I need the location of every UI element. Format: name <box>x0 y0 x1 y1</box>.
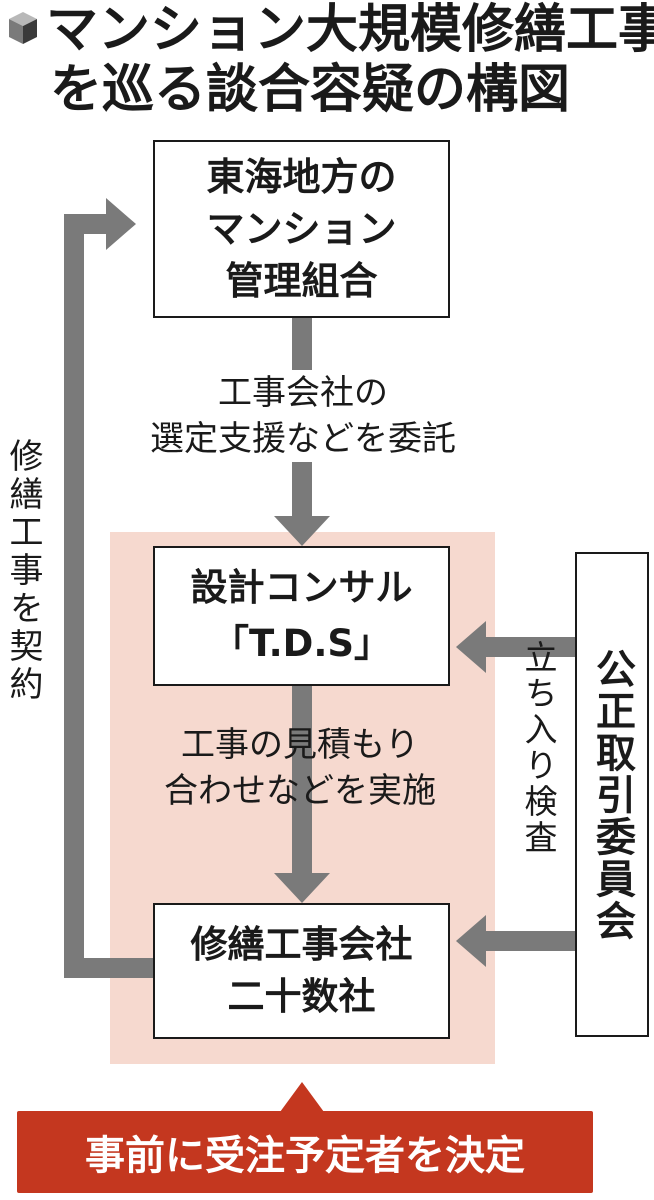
arrowhead-jftc-to-shuzen <box>456 915 486 967</box>
edge-label-line: 工事の見積もり <box>181 725 419 765</box>
node-design-consultant: 設計コンサル 「T.D.S」 <box>153 546 450 686</box>
title-line-2: を巡る談合容疑の構図 <box>50 60 571 120</box>
node-text: 二十数社 <box>227 975 376 1018</box>
page-title: マンション大規模修繕工事 を巡る談合容疑の構図 <box>46 0 654 120</box>
node-text: マンション <box>206 207 397 251</box>
arrowhead-contract <box>106 198 136 250</box>
arrowhead-jftc-to-tds <box>456 621 486 673</box>
edge-label-estimate-coordination: 工事の見積もり 合わせなどを実施 <box>120 722 480 814</box>
cube-icon <box>9 12 37 44</box>
node-fair-trade-commission: 公正取引委員会 <box>575 552 649 1037</box>
node-text: 公正取引委員会 <box>589 647 635 942</box>
node-text: 修繕工事会社 <box>190 923 413 966</box>
edge-label-line: 選定支援などを委託 <box>108 416 498 462</box>
edge-label-contract: 修繕工事を契約 <box>3 438 43 704</box>
edge-label-selection-support: 工事会社の 選定支援などを委託 <box>108 370 498 462</box>
node-repair-companies: 修繕工事会社 二十数社 <box>153 903 450 1039</box>
edge-label-line: 合わせなどを実施 <box>164 771 436 811</box>
conclusion-pointer <box>280 1082 324 1112</box>
arrowhead-tds-to-shuzen <box>274 873 330 903</box>
node-management-association: 東海地方の マンション 管理組合 <box>153 140 450 318</box>
title-line-1: マンション大規模修繕工事 <box>46 0 654 60</box>
node-text: 「T.D.S」 <box>211 622 392 665</box>
node-text: 管理組合 <box>225 259 378 303</box>
arrowhead-kanri-to-tds <box>274 516 330 546</box>
node-text: 設計コンサル <box>190 566 413 609</box>
conclusion-banner: 事前に受注予定者を決定 <box>17 1111 593 1193</box>
edge-label-inspection: 立ち入り検査 <box>519 640 558 856</box>
node-text: 東海地方の <box>206 155 397 199</box>
edge-label-line: 工事会社の <box>108 370 498 416</box>
conclusion-text: 事前に受注予定者を決定 <box>85 1133 525 1179</box>
arrow-contract-loop <box>64 214 153 978</box>
